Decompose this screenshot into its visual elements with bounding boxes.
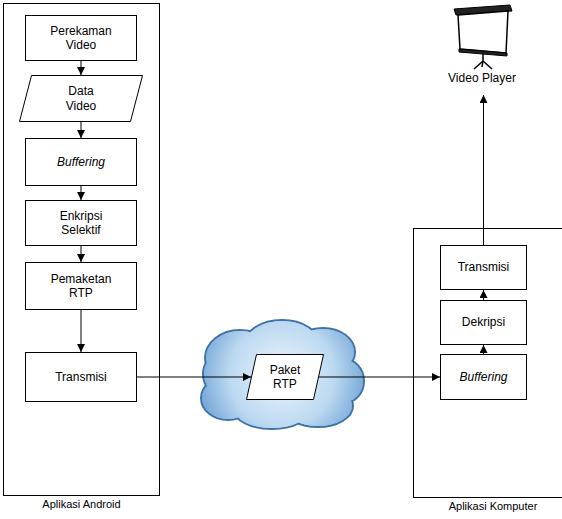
- application-panel: Aplikasi AndroidPerekaman VideoData Vide…: [3, 3, 160, 496]
- tripod-leg: [474, 61, 483, 69]
- box-label: Dekripsi: [462, 315, 505, 329]
- flow-arrow: [137, 377, 251, 378]
- box-label: Enkripsi Selektif: [60, 209, 103, 238]
- box-label: Buffering: [57, 155, 105, 169]
- flow-arrow: [483, 290, 484, 300]
- video-player: Video Player: [432, 3, 532, 95]
- tripod-leg: [483, 61, 492, 69]
- flow-arrow: [81, 310, 82, 352]
- application-panel: Aplikasi KomputerTransmisiDekripsiBuffer…: [413, 228, 562, 498]
- box-label: Transmisi: [55, 370, 107, 384]
- box-label: Transmisi: [458, 260, 510, 274]
- tripod-leg: [482, 61, 483, 67]
- process-box: Transmisi: [25, 352, 137, 402]
- packet-parallelogram: Paket RTP: [246, 354, 324, 400]
- process-box: Perekaman Video: [25, 15, 137, 61]
- cloud-fill: [202, 321, 363, 428]
- process-box: Enkripsi Selektif: [25, 200, 137, 246]
- data-parallelogram: Data Video: [19, 75, 143, 122]
- process-box: Dekripsi: [440, 300, 527, 345]
- flow-arrow: [319, 377, 440, 378]
- screen-surface: [458, 11, 508, 53]
- box-label: Perekaman Video: [50, 24, 111, 53]
- parallelogram-path: [20, 76, 143, 122]
- process-box: Buffering: [25, 138, 137, 186]
- cloud-outline: [201, 320, 364, 429]
- tripod-leg: [482, 54, 484, 61]
- flow-arrow: [81, 186, 82, 200]
- flow-arrow: [483, 345, 484, 354]
- box-label: Pemaketan RTP: [51, 272, 112, 301]
- flow-arrow: [483, 95, 484, 245]
- panel-label: Aplikasi Komputer: [449, 500, 538, 513]
- process-box: Buffering: [440, 354, 527, 400]
- box-label: Buffering: [459, 370, 507, 384]
- player-label: Video Player: [448, 71, 516, 85]
- box-label: Data Video: [66, 84, 96, 113]
- flow-arrow: [81, 246, 82, 262]
- projector-screen-icon: [432, 3, 532, 71]
- parallelogram-path: [247, 355, 324, 400]
- process-box: Transmisi: [440, 245, 527, 290]
- box-label: Paket RTP: [270, 363, 301, 392]
- process-box: Pemaketan RTP: [25, 262, 137, 310]
- panel-label: Aplikasi Android: [42, 498, 120, 511]
- flow-arrow: [81, 122, 82, 138]
- flow-arrow: [81, 61, 82, 75]
